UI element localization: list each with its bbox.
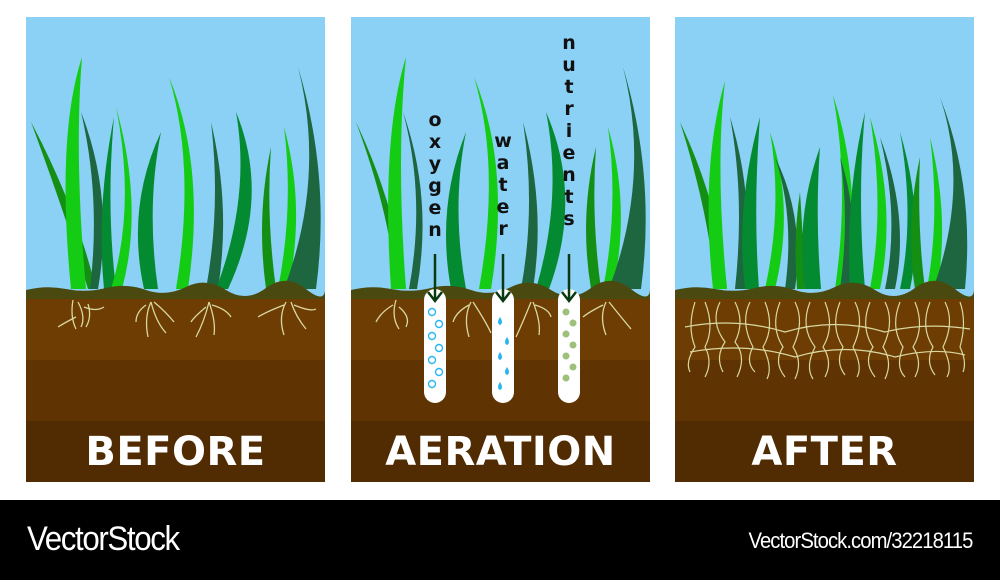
sky — [675, 17, 974, 297]
oxygen-bubbles — [427, 307, 444, 389]
soil-layer-bottom — [26, 421, 325, 482]
nutrient-dots — [562, 308, 577, 382]
soil-layer-middle — [26, 360, 325, 421]
panel-label-aeration: AERATION — [385, 428, 616, 475]
grass-blades — [356, 57, 646, 289]
water-arrow — [495, 254, 511, 304]
panel-before: BEFORE — [26, 17, 325, 482]
nutrient-hole — [558, 289, 580, 403]
panel-aeration: o x y g e n w a t e r n u t r i e n t s … — [351, 17, 650, 482]
nutrient-arrow — [561, 254, 577, 304]
before-illustration — [26, 17, 325, 482]
panel-label-after: AFTER — [751, 428, 898, 475]
grass-blades — [31, 57, 321, 289]
water-drops — [498, 317, 509, 390]
arrows — [427, 254, 577, 304]
oxygen-hole — [424, 289, 446, 403]
nutrients-label: n u t r i e n t s — [562, 32, 576, 230]
grass-band — [26, 280, 325, 299]
panel-label-before: BEFORE — [85, 428, 266, 475]
roots-sparse — [375, 299, 632, 338]
brand-logo: VectorStock — [27, 520, 180, 558]
aeration-holes — [424, 289, 580, 403]
oxygen-arrow — [427, 254, 443, 304]
roots-sparse — [57, 299, 317, 338]
after-illustration — [675, 17, 974, 482]
brand-url: VectorStock.com/32218115 — [748, 528, 973, 553]
roots-dense — [684, 301, 971, 380]
watermark-footer: VectorStock VectorStock.com/32218115 — [0, 500, 1000, 580]
grass-band — [675, 280, 974, 299]
oxygen-label: o x y g e n — [428, 109, 442, 241]
panel-after: AFTER — [675, 17, 974, 482]
grass-blades-dense — [680, 81, 968, 289]
water-hole — [492, 289, 514, 403]
aeration-illustration — [351, 17, 650, 482]
water-label: w a t e r — [494, 130, 512, 240]
